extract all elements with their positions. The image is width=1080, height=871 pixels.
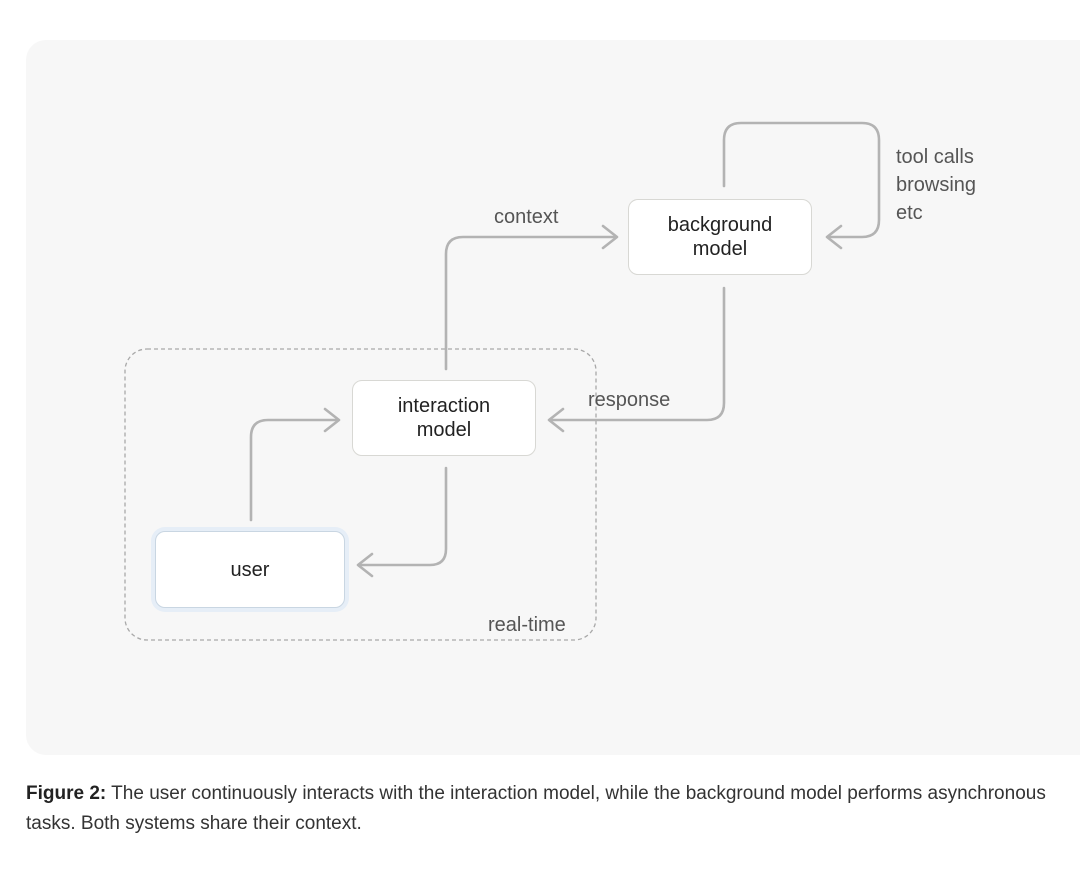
interaction-model-label-line1: interaction xyxy=(397,395,491,417)
arrowhead-context xyxy=(601,224,619,250)
arrow-tools-loop xyxy=(722,121,881,239)
interaction-model-label-line2: model xyxy=(416,419,472,441)
tools-label-line2: browsing xyxy=(896,174,977,196)
user-node: user xyxy=(155,531,345,608)
arrowhead-interaction-to-user xyxy=(356,552,374,578)
realtime-label: real-time xyxy=(488,614,566,636)
arrowhead-response xyxy=(547,407,565,433)
figure-caption: Figure 2: The user continuously interact… xyxy=(26,779,1066,839)
response-label: response xyxy=(588,389,671,411)
arrow-context xyxy=(444,235,618,371)
arrowhead-tools-loop xyxy=(825,224,843,250)
arrow-interaction-to-user xyxy=(357,466,448,567)
figure-panel xyxy=(26,40,1080,755)
arrowhead-user-to-interaction xyxy=(323,407,341,433)
context-label: context xyxy=(494,206,559,228)
caption-text: The user continuously interacts with the… xyxy=(26,783,1046,834)
tools-label: tool calls browsing etc xyxy=(896,143,976,227)
arrow-response xyxy=(548,286,726,422)
user-node-label: user xyxy=(230,558,270,581)
background-model-label-line2: model xyxy=(692,238,748,260)
background-model-node: background model xyxy=(628,199,812,275)
realtime-region xyxy=(124,348,597,641)
arrow-user-to-interaction xyxy=(249,418,340,522)
tools-label-line3: etc xyxy=(896,202,923,224)
caption-prefix: Figure 2: xyxy=(26,783,107,804)
background-model-label-line1: background xyxy=(667,214,773,236)
interaction-model-node: interaction model xyxy=(352,380,536,456)
tools-label-line1: tool calls xyxy=(896,146,974,168)
